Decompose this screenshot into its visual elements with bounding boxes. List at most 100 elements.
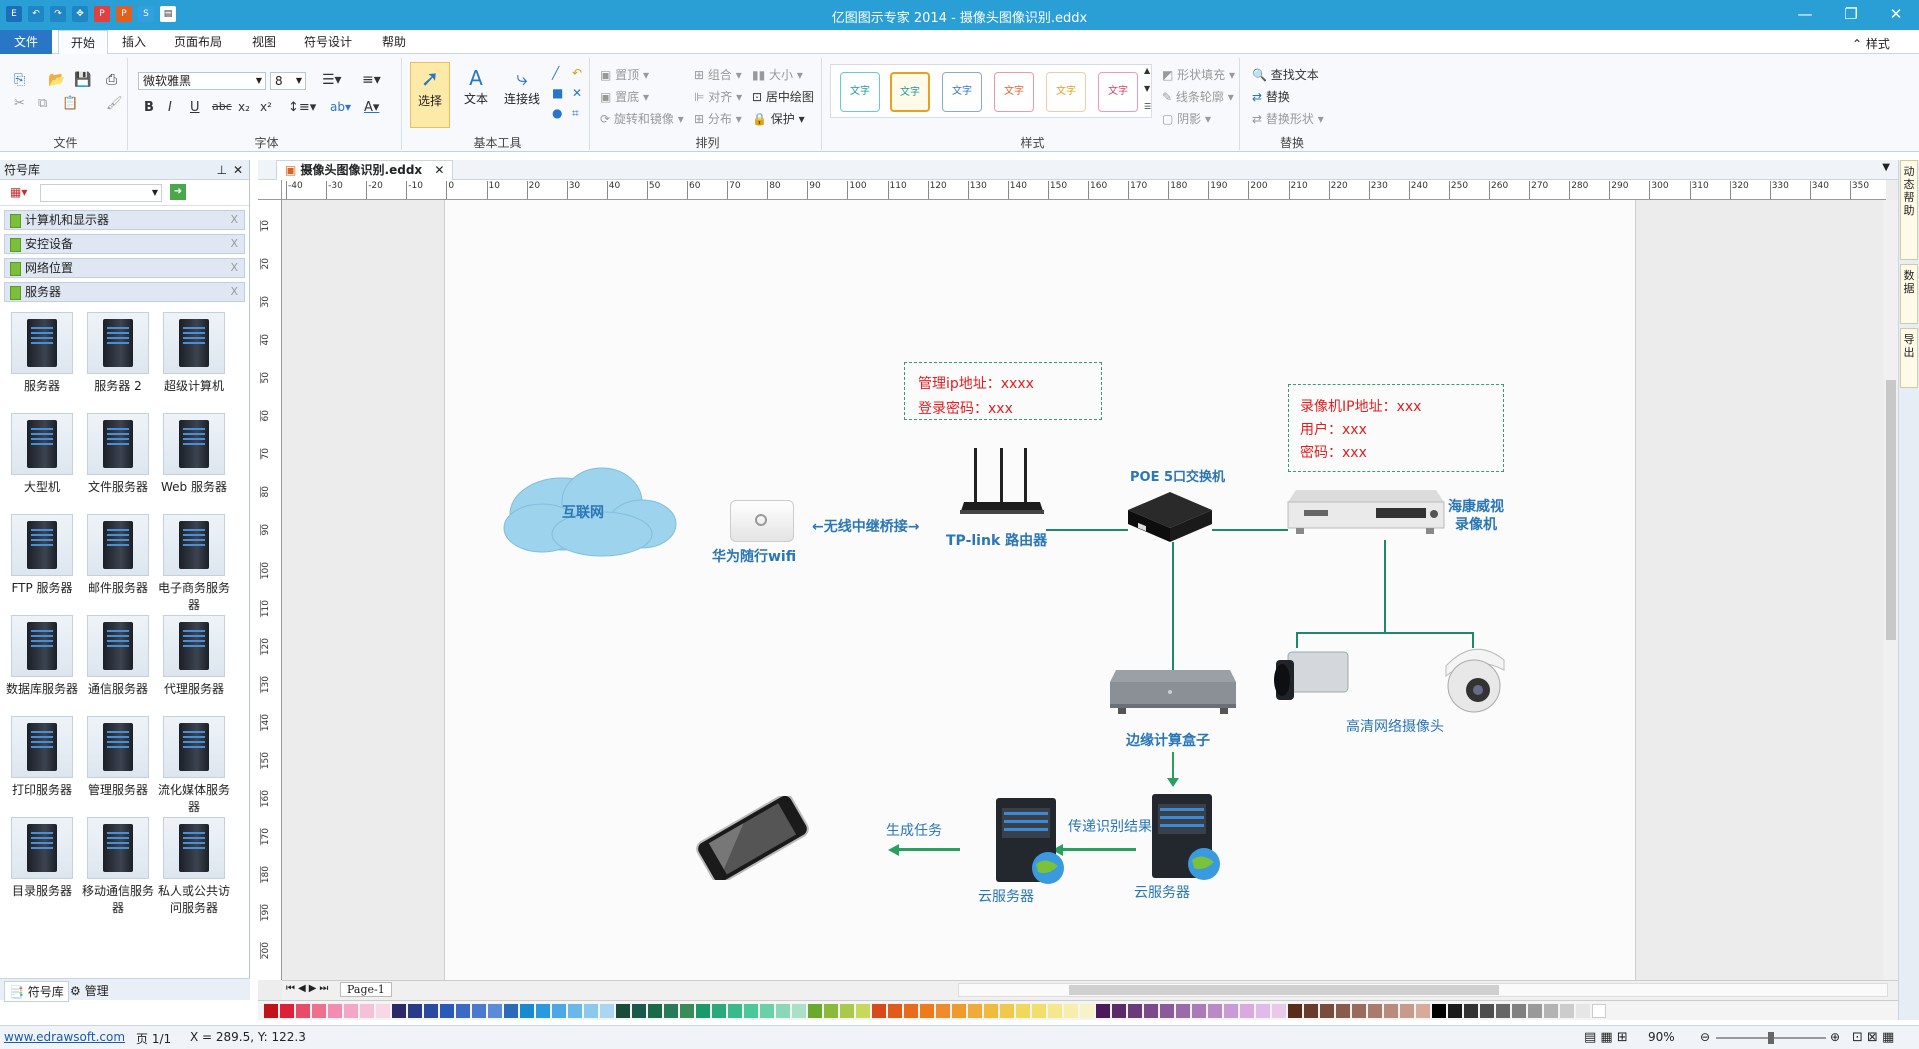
color-swatch[interactable] <box>1400 1004 1414 1018</box>
box-camera-device[interactable] <box>1272 646 1352 712</box>
pass-result-arrow[interactable] <box>1062 848 1136 851</box>
line-tool-icon[interactable]: ╱ <box>552 66 560 80</box>
color-swatch[interactable] <box>1048 1004 1062 1018</box>
list-icon[interactable]: ≡▾ <box>362 72 381 88</box>
ellipse-tool-icon[interactable]: ● <box>552 106 563 120</box>
horizontal-scrollbar[interactable] <box>958 983 1888 997</box>
rect-tool-icon[interactable]: ■ <box>552 86 564 100</box>
color-swatch[interactable] <box>472 1004 486 1018</box>
color-swatch[interactable] <box>984 1004 998 1018</box>
color-swatch[interactable] <box>1384 1004 1398 1018</box>
protect-button[interactable]: 🔒 保护 ▾ <box>752 112 805 126</box>
symbol-item[interactable]: 私人或公共访问服务器 <box>156 817 232 916</box>
color-swatch[interactable] <box>1288 1004 1302 1018</box>
save-icon[interactable]: 💾 <box>74 72 92 88</box>
symbol-item[interactable]: 超级计算机 <box>156 312 232 394</box>
color-swatch[interactable] <box>632 1004 646 1018</box>
symbol-item[interactable]: 目录服务器 <box>4 817 80 899</box>
color-swatch[interactable] <box>1592 1004 1606 1018</box>
symbol-item[interactable]: 大型机 <box>4 413 80 495</box>
color-swatch[interactable] <box>936 1004 950 1018</box>
send-bottom-button[interactable]: ▣ 置底 ▾ <box>600 90 650 104</box>
page-tab[interactable]: Page-1 <box>340 982 392 997</box>
color-swatch[interactable] <box>696 1004 710 1018</box>
router-switch-link[interactable] <box>1046 529 1128 531</box>
camera-branch[interactable] <box>1296 632 1474 634</box>
close-button[interactable]: ✕ <box>1889 5 1903 23</box>
color-swatch[interactable] <box>360 1004 374 1018</box>
color-swatch[interactable] <box>920 1004 934 1018</box>
symbol-item[interactable]: 文件服务器 <box>80 413 156 495</box>
cut-icon[interactable]: ✂ <box>14 96 25 111</box>
color-swatch[interactable] <box>888 1004 902 1018</box>
close-category-icon[interactable]: X <box>230 285 238 298</box>
font-size-select[interactable]: 8▼ <box>270 72 306 90</box>
export-tab[interactable]: 导出 <box>1900 328 1918 388</box>
color-swatch[interactable] <box>728 1004 742 1018</box>
symbol-item[interactable]: 邮件服务器 <box>80 514 156 596</box>
color-swatch[interactable] <box>856 1004 870 1018</box>
color-swatch[interactable] <box>1336 1004 1350 1018</box>
group-button[interactable]: ⊞ 组合 ▾ <box>694 68 742 82</box>
font-name-select[interactable]: 微软雅黑▼ <box>138 72 266 90</box>
style-menu[interactable]: ⌃ 样式 <box>1852 37 1890 51</box>
symbol-item[interactable]: 代理服务器 <box>156 615 232 697</box>
switch-nvr-link[interactable] <box>1212 529 1288 531</box>
pdf-icon[interactable]: P <box>94 6 110 22</box>
svg-icon[interactable]: S <box>138 6 154 22</box>
edge-box-device[interactable] <box>1108 670 1238 720</box>
dynamic-help-tab[interactable]: 动态帮助 <box>1900 160 1918 260</box>
style-4[interactable]: 文字 <box>994 72 1034 112</box>
color-swatch[interactable] <box>904 1004 918 1018</box>
symbol-item[interactable]: 服务器 2 <box>80 312 156 394</box>
zoom-in-icon[interactable]: ⊕ <box>1830 1030 1841 1044</box>
cross-tool-icon[interactable]: ✕ <box>572 86 583 100</box>
symbol-item[interactable]: 数据库服务器 <box>4 615 80 697</box>
color-swatch[interactable] <box>1480 1004 1494 1018</box>
color-swatch[interactable] <box>1208 1004 1222 1018</box>
print-icon[interactable]: ⎙ <box>106 72 118 88</box>
align-left-icon[interactable]: ☰▾ <box>322 72 342 88</box>
camera1-drop[interactable] <box>1296 632 1298 648</box>
menu-view[interactable]: 视图 <box>252 35 277 49</box>
color-swatch[interactable] <box>1032 1004 1046 1018</box>
cloud-server-left[interactable] <box>988 798 1068 889</box>
color-swatch[interactable] <box>504 1004 518 1018</box>
color-swatch[interactable] <box>440 1004 454 1018</box>
color-swatch[interactable] <box>552 1004 566 1018</box>
color-swatch[interactable] <box>1448 1004 1462 1018</box>
symbol-item[interactable]: 流化媒体服务器 <box>156 716 232 815</box>
color-swatch[interactable] <box>392 1004 406 1018</box>
color-swatch[interactable] <box>1304 1004 1318 1018</box>
fit-page-icons[interactable]: ⊡ ⊠ ▦ <box>1852 1030 1895 1045</box>
color-swatch[interactable] <box>344 1004 358 1018</box>
color-swatch[interactable] <box>792 1004 806 1018</box>
color-swatch[interactable] <box>1064 1004 1078 1018</box>
color-swatch[interactable] <box>328 1004 342 1018</box>
copy-icon[interactable]: ⧉ <box>38 96 48 111</box>
shape-fill-button[interactable]: ◩ 形状填充 ▾ <box>1162 68 1236 82</box>
text-tool-button[interactable]: A 文本 <box>456 62 496 128</box>
color-swatch[interactable] <box>1464 1004 1478 1018</box>
color-swatch[interactable] <box>952 1004 966 1018</box>
zoom-slider-thumb[interactable] <box>1768 1032 1774 1044</box>
color-swatch[interactable] <box>1240 1004 1254 1018</box>
color-swatch[interactable] <box>1320 1004 1334 1018</box>
undo-icon[interactable]: ↶ <box>28 6 44 22</box>
style-6[interactable]: 文字 <box>1098 72 1138 112</box>
color-swatch[interactable] <box>536 1004 550 1018</box>
menu-insert[interactable]: 插入 <box>122 35 147 49</box>
menu-page-layout[interactable]: 页面布局 <box>174 35 223 49</box>
zoom-slider[interactable] <box>1716 1032 1826 1044</box>
router-device[interactable] <box>958 448 1046 516</box>
symbol-item[interactable]: FTP 服务器 <box>4 514 80 596</box>
style-5[interactable]: 文字 <box>1046 72 1086 112</box>
color-swatch[interactable] <box>488 1004 502 1018</box>
connector-tool-button[interactable]: ⤷ 连接线 <box>500 62 544 128</box>
new-doc-icon[interactable]: ▤ <box>160 6 176 22</box>
close-panel-icon[interactable]: ✕ <box>232 163 243 177</box>
find-text-button[interactable]: 🔍 查找文本 <box>1252 68 1319 82</box>
color-swatch[interactable] <box>1560 1004 1574 1018</box>
